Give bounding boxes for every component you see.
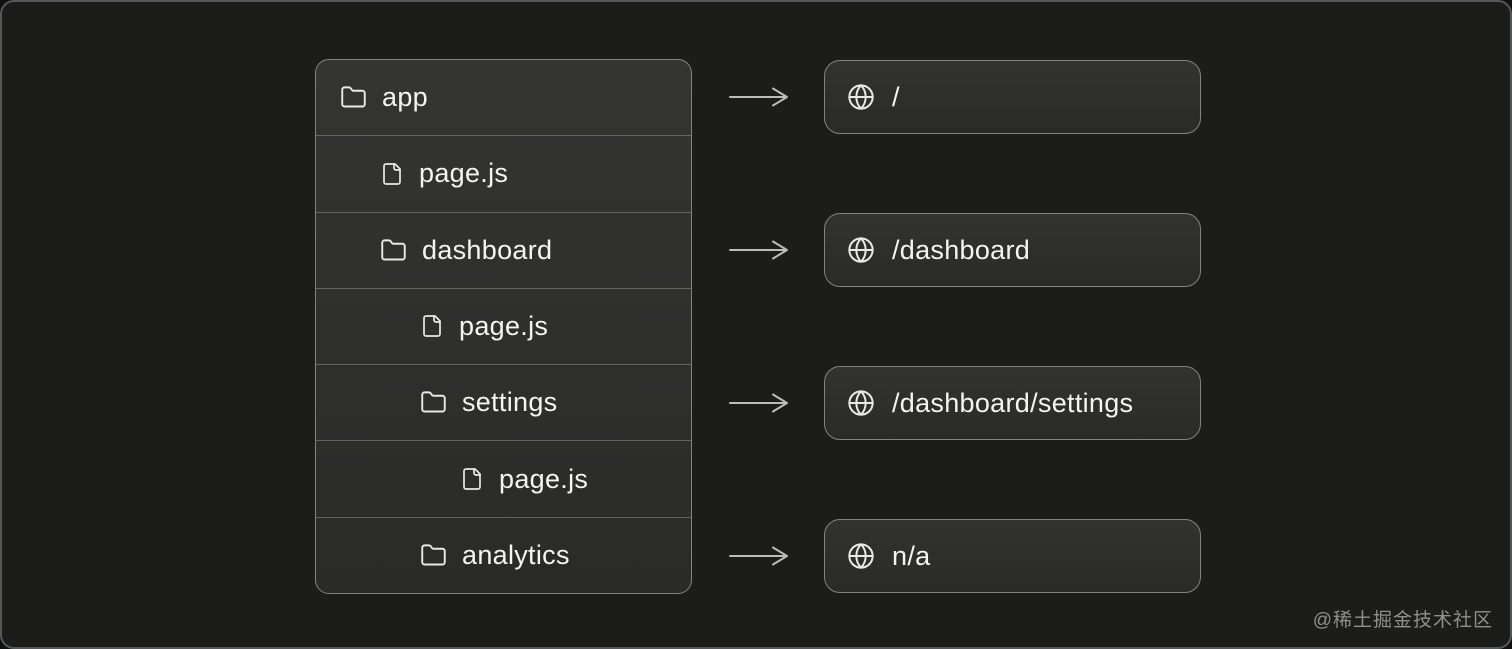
- globe-icon: [847, 236, 875, 264]
- arrow-right-icon: [728, 543, 790, 569]
- globe-icon: [847, 83, 875, 111]
- tree-item-label: analytics: [462, 539, 570, 570]
- tree-row-analytics: analytics: [316, 516, 691, 593]
- arrow-right-icon: [728, 237, 790, 263]
- file-icon: [380, 162, 404, 186]
- tree-item-label: settings: [462, 387, 558, 418]
- globe-icon: [847, 389, 875, 417]
- route-path-label: /dashboard: [892, 234, 1031, 265]
- tree-row-page-js: page.js: [316, 135, 691, 211]
- tree-row-page-js: page.js: [316, 287, 691, 364]
- route-box-root: /: [824, 60, 1201, 134]
- tree-item-label: page.js: [419, 158, 509, 189]
- arrow-right-icon: [728, 84, 790, 110]
- tree-row-dashboard: dashboard: [316, 211, 691, 288]
- route-path-label: /dashboard/settings: [892, 387, 1134, 418]
- route-path-label: /: [892, 81, 900, 112]
- watermark-text: @稀土掘金技术社区: [1312, 610, 1493, 631]
- file-tree-panel: app page.js dashboard page.js settings: [315, 59, 692, 594]
- folder-icon: [420, 542, 447, 569]
- route-box-dashboard-settings: /dashboard/settings: [824, 366, 1201, 440]
- tree-row-app: app: [316, 60, 691, 135]
- route-box-dashboard: /dashboard: [824, 213, 1201, 287]
- tree-row-settings: settings: [316, 364, 691, 440]
- globe-icon: [847, 542, 875, 570]
- file-icon: [460, 467, 484, 491]
- tree-item-label: page.js: [499, 463, 589, 494]
- folder-icon: [380, 237, 407, 264]
- arrow-right-icon: [728, 390, 790, 416]
- tree-item-label: app: [382, 82, 428, 113]
- folder-icon: [340, 84, 367, 111]
- tree-item-label: page.js: [459, 310, 549, 341]
- folder-icon: [420, 389, 447, 416]
- file-icon: [420, 314, 444, 338]
- route-box-not-available: n/a: [824, 519, 1201, 593]
- tree-row-page-js: page.js: [316, 440, 691, 516]
- tree-item-label: dashboard: [422, 234, 553, 265]
- route-path-label: n/a: [892, 540, 931, 571]
